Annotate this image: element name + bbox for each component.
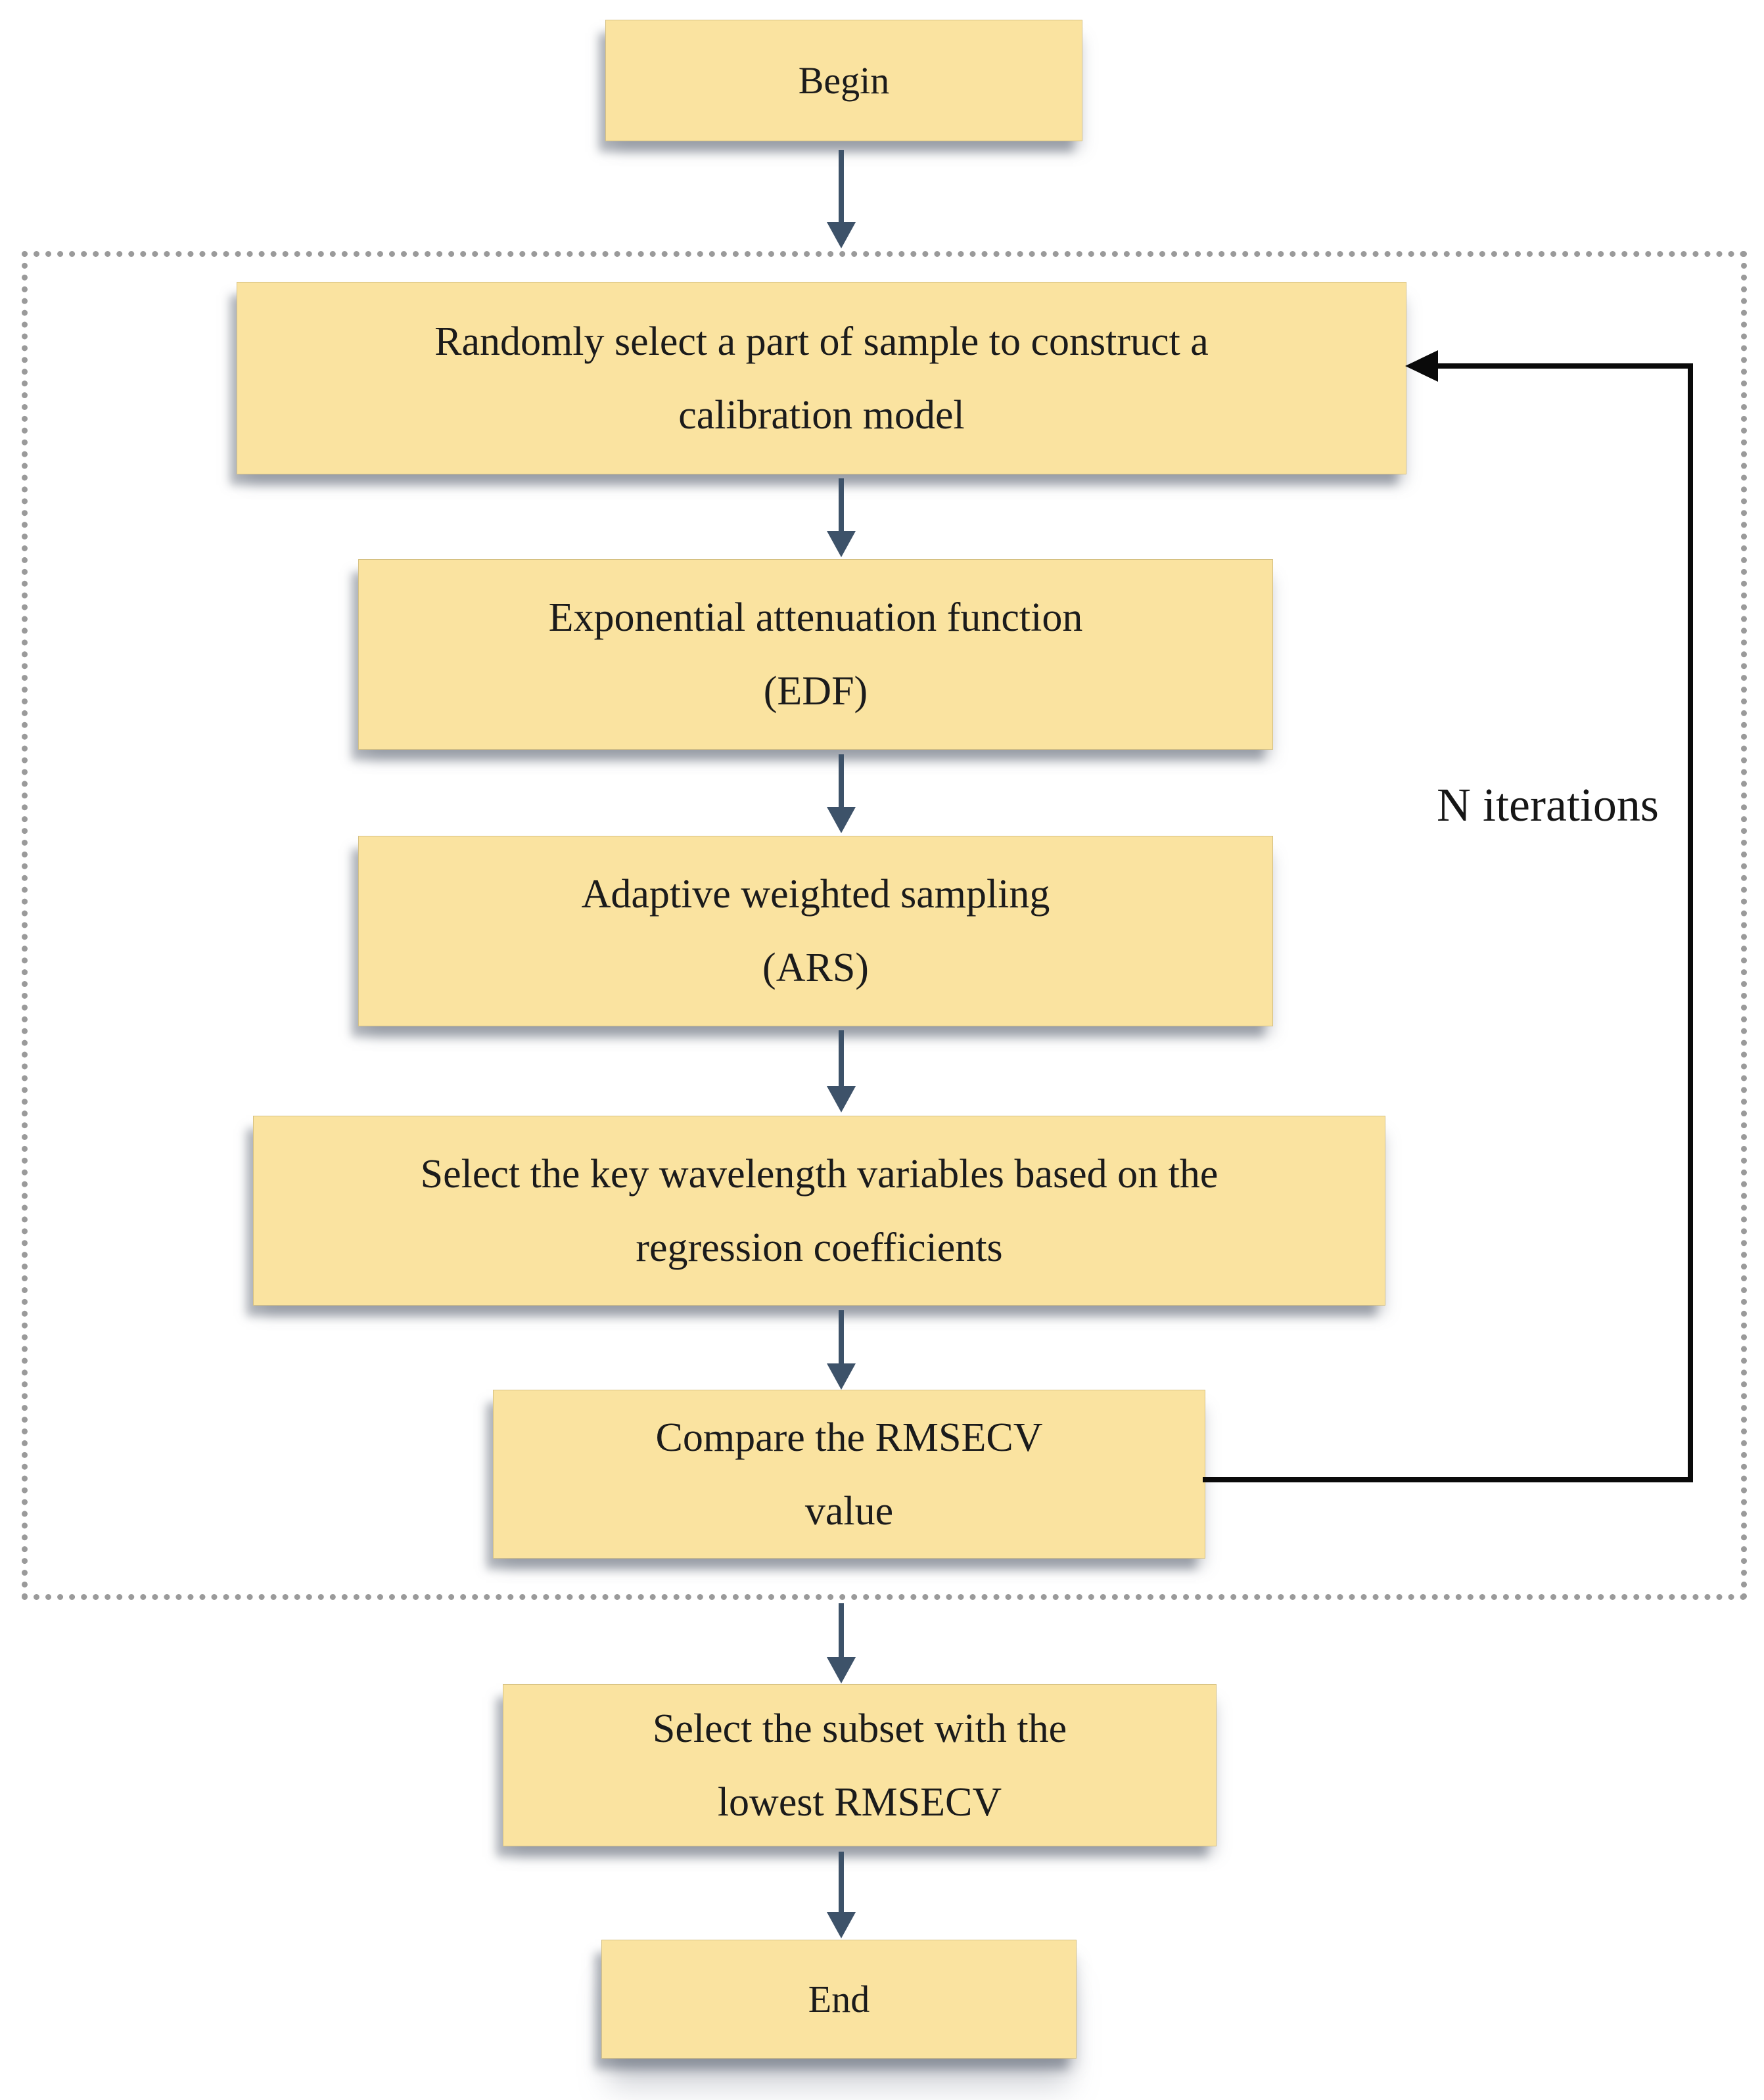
arrow-head-down-icon [827,1086,856,1112]
arrow-shaft [839,1603,844,1657]
arrow-shaft [839,1310,844,1363]
process-box-line: Select the key wavelength variables base… [420,1151,1219,1197]
process-box-line: (ARS) [762,946,869,990]
process-box-ars: Adaptive weighted sampling (ARS) [358,836,1273,1026]
process-box-line: Compare the RMSECV [655,1415,1043,1460]
loop-line-bottom [1203,1477,1693,1482]
arrow-shaft [839,1852,844,1912]
begin-label: Begin [798,58,890,102]
process-box-line: lowest RMSECV [717,1779,1002,1825]
process-box-line: Adaptive weighted sampling [581,872,1050,917]
process-box-line: (EDF) [763,669,868,714]
process-box-line: calibration model [678,392,965,438]
arrow-head-down-icon [827,1363,856,1390]
process-box-line: value [804,1488,894,1534]
arrow-shaft [839,478,844,531]
loop-line-top [1437,363,1693,369]
process-box-select-wavelengths: Select the key wavelength variables base… [253,1116,1385,1306]
arrow-shaft [839,754,844,807]
arrow-head-down-icon [827,222,856,248]
process-box-line: Randomly select a part of sample to cons… [434,319,1209,364]
iteration-loop-region [22,251,1747,1600]
loop-line-right [1688,363,1693,1482]
process-box-line: regression coefficients [636,1225,1003,1270]
n-iterations-label: N iterations [1437,779,1659,831]
process-box-select-subset: Select the subset with the lowest RMSECV [503,1684,1217,1846]
arrow-head-down-icon [827,531,856,557]
begin-box: Begin [605,20,1082,141]
loop-arrow-head-left-icon [1405,350,1438,382]
process-box-line: Select the subset with the [652,1706,1067,1751]
arrow-head-down-icon [827,1912,856,1938]
process-box-line: Exponential attenuation function [548,595,1083,640]
end-box: End [601,1940,1077,2059]
arrow-shaft [839,150,844,222]
arrow-head-down-icon [827,807,856,833]
arrow-shaft [839,1030,844,1086]
process-box-edf: Exponential attenuation function (EDF) [358,559,1273,750]
end-label: End [808,1977,870,2020]
process-box-select-sample: Randomly select a part of sample to cons… [237,282,1406,474]
process-box-compare-rmsecv: Compare the RMSECV value [493,1390,1205,1559]
arrow-head-down-icon [827,1657,856,1683]
